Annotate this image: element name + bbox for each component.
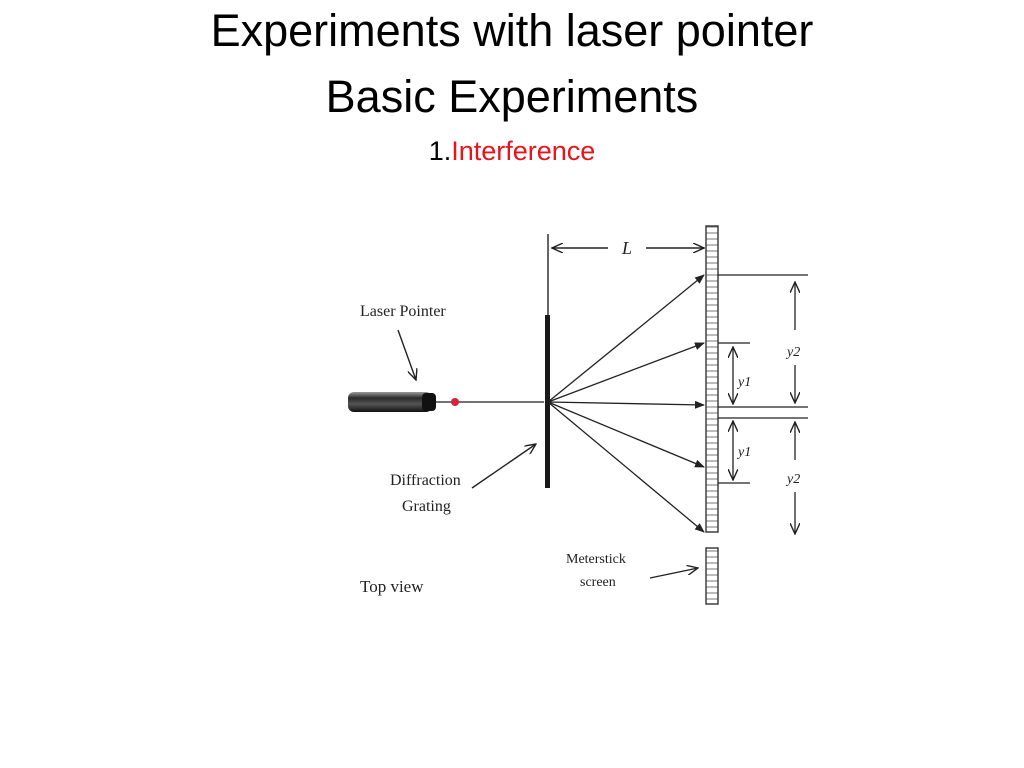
interference-diagram: Laser Pointer L y1 y1 y2 y2 <box>348 225 808 605</box>
meterstick-label-line1: Meterstick <box>566 552 626 567</box>
title-line-1: Experiments with laser pointer <box>210 5 814 56</box>
diffraction-label-line1: Diffraction <box>390 472 461 489</box>
laser-pointer-label: Laser Pointer <box>360 303 446 320</box>
subtitle: 1.Interference <box>0 134 1024 168</box>
laser-pointer <box>348 392 432 412</box>
title-line-2: Basic Experiments <box>325 71 699 122</box>
meterstick-screen-lower <box>705 547 719 605</box>
laser-pointer-tip <box>422 393 436 411</box>
y1-lower-label: y1 <box>736 445 751 460</box>
diffraction-grating <box>545 315 550 488</box>
meterstick-screen <box>705 225 719 533</box>
y1-upper-label: y1 <box>736 375 751 390</box>
diffracted-rays <box>547 274 705 533</box>
meterstick-label-arrow <box>649 568 698 579</box>
subtitle-topic: Interference <box>451 136 596 166</box>
reference-lines <box>718 274 808 484</box>
laser-pointer-arrow <box>397 329 416 380</box>
meterstick-label-line2: screen <box>580 575 616 590</box>
distance-label: L <box>621 238 632 258</box>
diffraction-label-arrow <box>471 444 536 489</box>
diffraction-label-line2: Grating <box>402 498 451 515</box>
y2-lower-label: y2 <box>785 472 800 487</box>
y2-upper-label: y2 <box>785 345 800 360</box>
subtitle-number: 1. <box>428 136 452 166</box>
top-view-label: Top view <box>360 577 424 596</box>
laser-dot <box>451 398 459 406</box>
